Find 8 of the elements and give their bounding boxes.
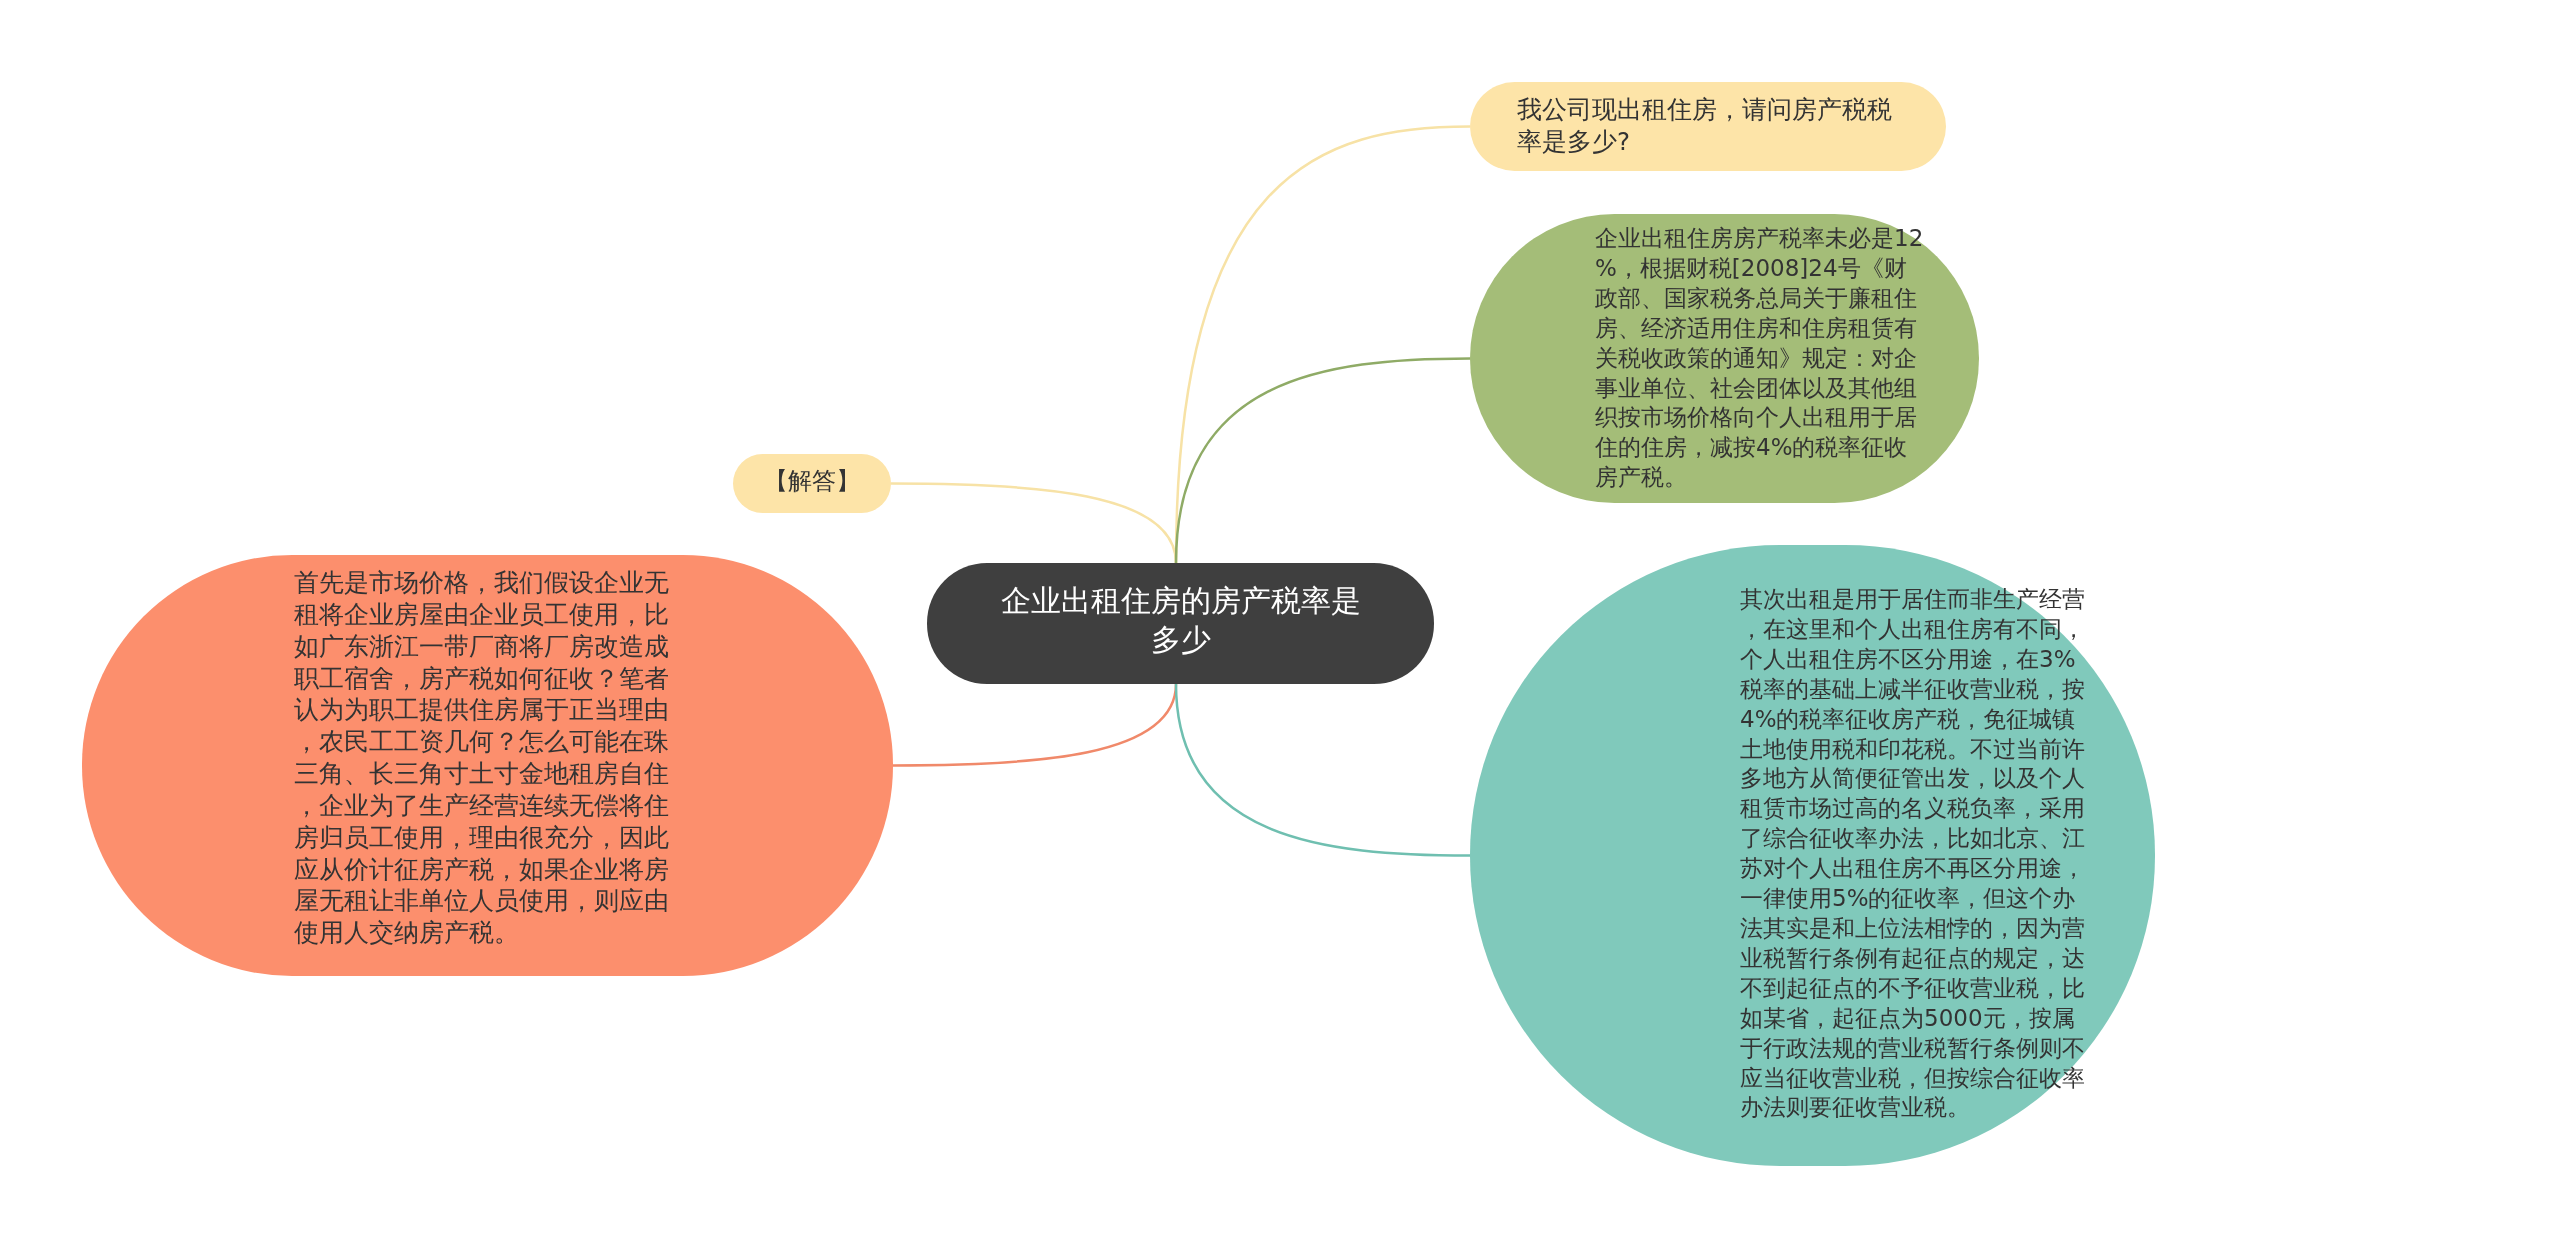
topic-text: 【解答】: [763, 466, 861, 497]
branch-line: [1174, 683, 1470, 857]
topic-text: 企业出租住房房产税率未必是12%，根据财税[2008]24号《财政部、国家税务总局关于廉租住房、经济适用住房和住房租赁有关税收政策的通知》规定：对企事业单位、社会团体以及其他组织按市场价格向个人出租用于居住的住房，减按4%的税率征收房产税。: [1595, 224, 1925, 493]
branch-line: [1174, 357, 1470, 564]
topic-text: 首先是市场价格，我们假设企业无租将企业房屋由企业员工使用，比如广东浙江一带厂商将厂房改造成职工宿舍，房产税如何征收？笔者认为为职工提供住房属于正当理由，农民工工资几何？怎么可能在珠三角、长三角寸土寸金地租房自住，企业为了生产经营连续无偿将住房归员工使用，理由很充分，因此应从价计征房产税，如果企业将房屋无租让非单位人员使用，则应由使用人交纳房产税。: [294, 567, 670, 950]
topic-text: 企业出租住房的房产税率是多少: [999, 582, 1362, 659]
topic-text: 我公司现出租住房，请问房产税税率是多少?: [1517, 94, 1893, 158]
topic-text: 其次出租是用于居住而非生产经营，在这里和个人出租住房有不同，个人出租住房不区分用途，在3%税率的基础上减半征收营业税，按4%的税率征收房产税，免征城镇土地使用税和印花税。不过当前许多地方从简便征管出发，以及个人租赁市场过高的名义税负率，采用了综合征收率办法，比如北京、江苏对个人出租住房不再区分用途，一律使用5%的征收率，但这个办法其实是和上位法相悖的，因为营业税暂行条例有起征点的规定，达不到起征点的不予征收营业税，比如某省，起征点为5000元，按属于行政法规的营业税暂行条例则不应当征收营业税，但按综合征收率办法则要征收营业税。: [1740, 585, 2086, 1123]
